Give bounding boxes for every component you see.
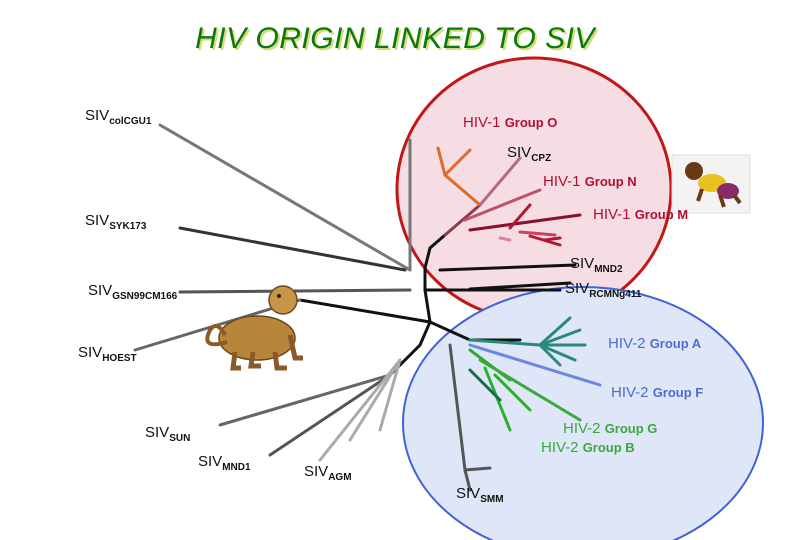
branch-rcm: [468, 281, 572, 291]
branch-group-a: [468, 338, 542, 347]
branch-agm3: [318, 358, 402, 462]
branch-group-n: [463, 188, 542, 222]
branch-group-g: [478, 358, 582, 422]
label-siv-cpz: SIVCPZ: [507, 144, 552, 164]
label-hiv1-group-m: HIV-1 Group M: [593, 206, 689, 223]
label-siv-agm: SIVAGM: [304, 463, 352, 483]
label-siv-gsn: SIVGSN99CM166: [88, 282, 178, 302]
branch-a-4: [538, 343, 577, 362]
human-child-icon: [671, 154, 751, 214]
branch-m-4: [498, 236, 512, 242]
label-siv-syk: SIVSYK173: [85, 212, 147, 232]
label-siv-col: SIVcolCGU1: [85, 107, 152, 127]
branch-agm2: [378, 358, 402, 432]
branch-agm: [348, 358, 402, 442]
branch-m-1: [508, 203, 532, 230]
branch-group-b: [468, 368, 502, 402]
branch-cpz: [478, 156, 522, 207]
label-hiv2-group-g: HIV-2 Group G: [563, 420, 658, 437]
label-hiv2-group-b: HIV-2 Group B: [541, 439, 635, 456]
branch-col: [158, 123, 412, 272]
branch-sun: [218, 373, 392, 427]
branch-smm-2: [463, 466, 492, 472]
label-hiv1-group-o: HIV-1 Group O: [463, 114, 558, 131]
branch-group-m: [468, 213, 582, 232]
branch-a-5: [538, 343, 562, 367]
monkey-icon: [205, 285, 303, 371]
branch-syk: [178, 226, 407, 272]
label-siv-sun: SIVSUN: [145, 424, 191, 444]
branch-mnd2: [438, 263, 577, 272]
branch-backbone: [423, 233, 447, 324]
branch-gsn: [178, 288, 412, 294]
branch-mnd1: [268, 373, 392, 457]
label-siv-smm: SIVSMM: [456, 485, 504, 505]
page-title: HIV ORIGIN LINKED TO SIV: [195, 22, 595, 55]
branch-a-2: [538, 328, 582, 347]
branch-a-1: [538, 316, 572, 347]
label-hiv2-group-f: HIV-2 Group F: [611, 384, 704, 401]
label-hiv2-group-a: HIV-2 Group A: [608, 335, 702, 352]
label-siv-rcm: SIVRCMNg411: [565, 280, 642, 300]
label-siv-mnd2: SIVMND2: [570, 255, 623, 275]
branch-hiv1-stem: [443, 203, 482, 237]
label-hiv1-group-n: HIV-1 Group N: [543, 173, 637, 190]
branch-m-5: [543, 236, 562, 242]
label-siv-mnd1: SIVMND1: [198, 453, 251, 473]
branch-hoest-base: [298, 298, 432, 324]
label-siv-hoest: SIVHOEST: [78, 344, 137, 364]
tree-branches: [133, 123, 602, 492]
branch-m-2: [518, 230, 557, 237]
branch-group-o-b: [443, 148, 472, 177]
branch-smm-3: [463, 468, 472, 492]
branch-smm: [448, 343, 467, 472]
hiv2-region: [402, 286, 764, 540]
branch-group-f: [468, 343, 602, 387]
branch-green-3: [493, 373, 532, 412]
